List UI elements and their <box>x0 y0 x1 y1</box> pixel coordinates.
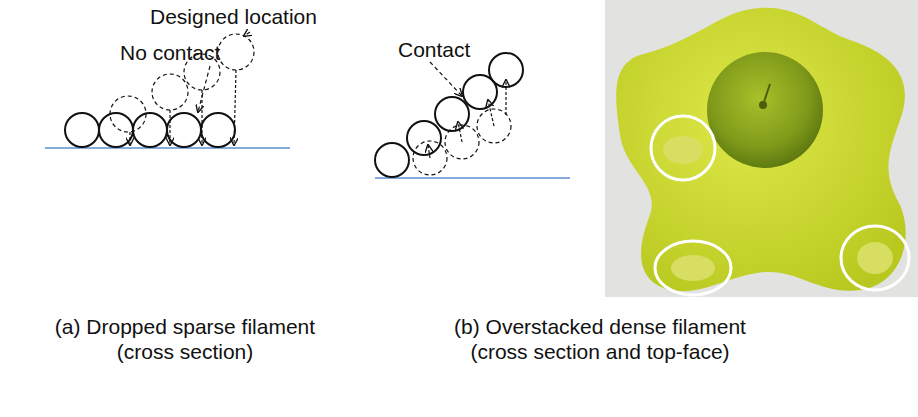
figure-caption: (a) Dropped sparse filament (cross secti… <box>40 314 330 364</box>
figure-caption: (b) Overstacked dense filament (cross se… <box>430 314 770 364</box>
dense-filament-figure <box>375 53 570 178</box>
top-face-photo <box>605 0 918 297</box>
callout-label: Contact <box>398 37 518 62</box>
sparse-filament-figure <box>45 32 290 148</box>
callout-label: Designed location <box>150 4 350 29</box>
callout-label: No contact <box>120 40 260 65</box>
